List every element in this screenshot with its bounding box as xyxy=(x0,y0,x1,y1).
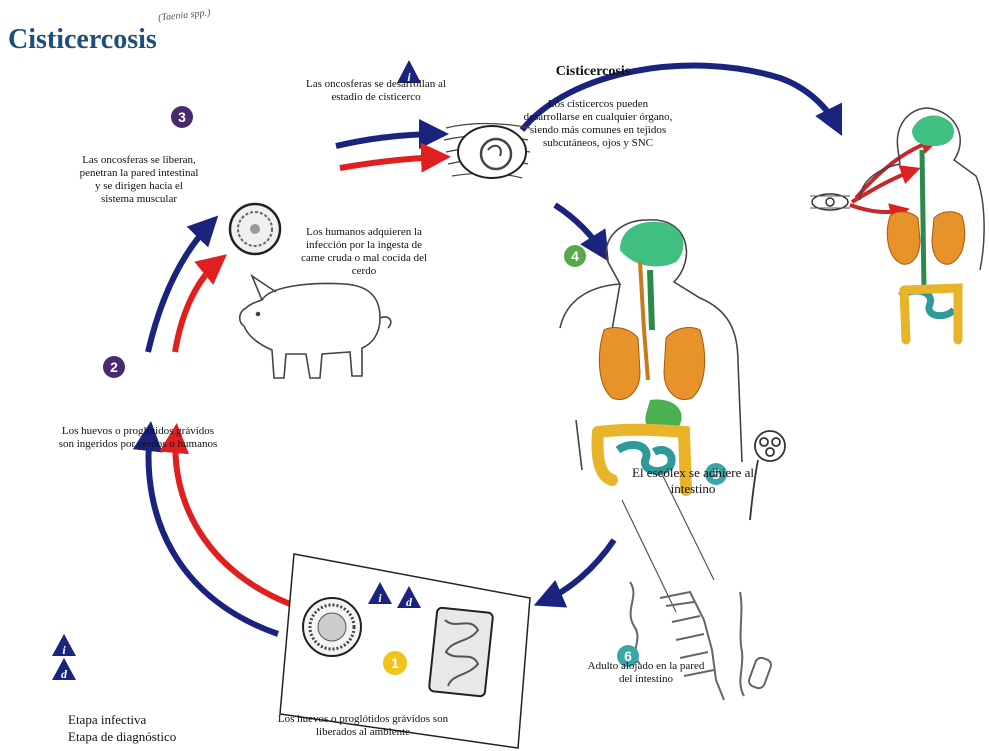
diagram-title: Cisticercosis xyxy=(528,64,658,80)
step-badge-4-number: 4 xyxy=(571,248,579,264)
pig-illustration xyxy=(240,276,391,378)
step-badge-3-number: 3 xyxy=(178,109,186,125)
arrow-intestine-to-env xyxy=(542,540,614,602)
page-title: Cisticercosis xyxy=(8,24,157,56)
step-4-text: Las oncosferas se desarrollan al estadio… xyxy=(306,78,446,104)
human-body-illustration xyxy=(560,220,742,490)
cysticercosis-body-illustration xyxy=(810,108,984,340)
trachea xyxy=(650,270,652,330)
humans-infection-text: Los humanos adquieren la infección por l… xyxy=(294,226,434,278)
legend-diagnostic-label: Etapa de diagnóstico xyxy=(68,729,176,744)
legend-infective-marker: i xyxy=(52,634,76,657)
step-3-text: Las oncosferas se liberan, penetran la p… xyxy=(78,154,200,206)
esophagus xyxy=(640,262,648,380)
lung-right-2 xyxy=(932,212,965,264)
step-badge-1: 1 xyxy=(383,651,407,675)
arrow-step2-to-step3-red xyxy=(175,260,220,352)
step-2-text: Los huevos o proglótidos grávidos son in… xyxy=(58,425,218,451)
step-badge-4: 4 xyxy=(564,245,586,267)
egg-illustration xyxy=(303,598,361,656)
spread-arrow-2 xyxy=(852,170,915,202)
cysticercus-in-muscle-illustration xyxy=(444,124,530,179)
brain-2 xyxy=(912,115,954,146)
diagnostic-marker-box-letter: d xyxy=(406,595,413,609)
arrow-env-to-step2-blue xyxy=(149,430,278,634)
legend-diagnostic-marker: d xyxy=(52,658,76,681)
lung-left-2 xyxy=(887,212,920,264)
step-badge-3: 3 xyxy=(171,106,193,128)
step-6-text: Adulto alojado en la pared del intestino xyxy=(586,660,706,686)
arrow-to-cysticercus-blue xyxy=(336,134,440,146)
step-1-text: Los huevos o proglótidos grávidos son li… xyxy=(258,713,468,739)
pointer-line-2 xyxy=(622,500,676,612)
arrow-to-cysticercus-red xyxy=(340,157,442,168)
lung-right xyxy=(664,328,705,400)
oncosphere-illustration xyxy=(230,204,280,254)
legend-infective-label: Etapa infectiva xyxy=(68,712,146,727)
step-5-text: El escólex se adhiere al intestino xyxy=(628,465,758,497)
proglottid-illustration xyxy=(429,607,493,696)
spread-arrow-3 xyxy=(850,205,904,212)
lung-left xyxy=(599,328,640,400)
cysticerci-text: Los cisticercos pueden desarrollarse en … xyxy=(523,98,673,150)
step-badge-1-number: 1 xyxy=(391,655,399,671)
brain xyxy=(620,222,683,267)
step-badge-2: 2 xyxy=(103,356,125,378)
step-badge-2-number: 2 xyxy=(110,359,118,375)
legend-diagnostic-marker-letter: d xyxy=(61,667,68,681)
